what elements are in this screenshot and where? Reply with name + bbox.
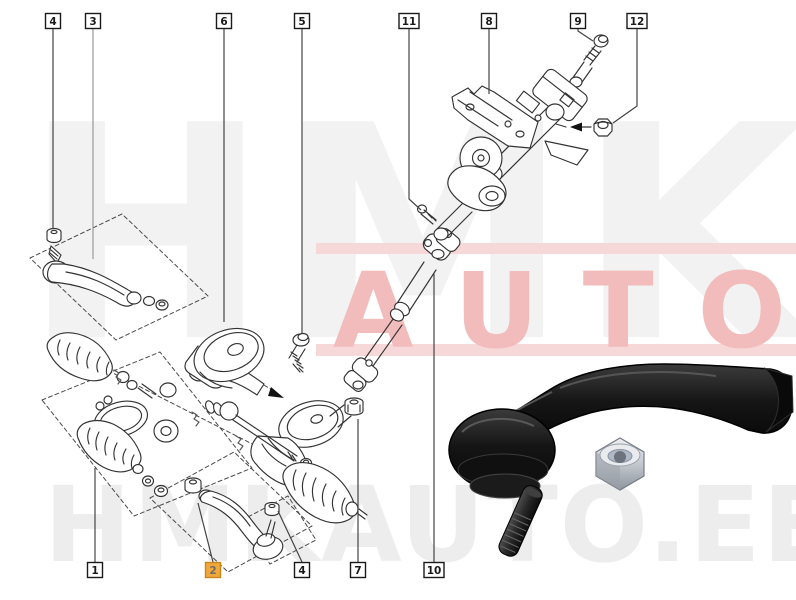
cover-cap-drawing	[184, 327, 265, 389]
upper-ring	[142, 295, 156, 307]
callout-leader-9	[577, 28, 594, 42]
kit-box-3-outline	[29, 213, 209, 341]
ball-joint-highlight	[461, 417, 535, 433]
outer-tie-rod-drawing	[184, 477, 284, 560]
callout-number: 7	[354, 565, 361, 577]
callout-box-6[interactable]	[215, 12, 233, 30]
column-lever	[544, 140, 589, 166]
pinion-bolt-drawing	[288, 332, 310, 373]
callout-number: 8	[485, 16, 492, 28]
callout-box-11[interactable]	[398, 12, 420, 30]
callout-box-2-highlighted[interactable]	[204, 561, 222, 579]
upper-arm	[46, 263, 137, 307]
watermark-band-top	[316, 243, 796, 254]
rack-right-boot	[282, 462, 356, 524]
column-nut	[593, 118, 613, 137]
kit-washer-small	[141, 475, 155, 487]
callout-box-9[interactable]	[569, 12, 587, 30]
thread-marks-1	[113, 369, 244, 451]
callout-box-4[interactable]	[293, 561, 311, 579]
washer	[153, 419, 179, 443]
rack-axis-hidden-line	[51, 341, 269, 453]
tie-rod-stud	[265, 519, 276, 539]
callout-number: 1	[91, 565, 98, 577]
column-bolt	[583, 34, 609, 66]
intermediate-shaft-drawing	[343, 204, 461, 416]
callout-number: 4	[49, 16, 56, 28]
watermark-bottom-text: HMKAUTO.EE	[44, 464, 796, 586]
upper-arm-end	[126, 291, 142, 305]
upper-tie-rod-drawing	[42, 227, 169, 311]
tie-rod-stud-nut	[264, 501, 280, 517]
line-art-layer	[29, 34, 613, 573]
callout-leader-12	[612, 28, 638, 124]
callout-box-5[interactable]	[293, 12, 311, 30]
callout-box-12[interactable]	[626, 12, 648, 30]
callout-number: 2	[209, 565, 216, 577]
callout-number: 12	[630, 16, 645, 28]
tie-rod-end-photo	[448, 363, 794, 557]
callout-number: 6	[220, 16, 227, 28]
callout-box-4[interactable]	[44, 12, 62, 30]
callout-number: 5	[298, 16, 305, 28]
callout-box-10[interactable]	[423, 561, 445, 579]
callout-leader-2	[197, 502, 214, 563]
rack-clamp-2	[126, 379, 138, 391]
callout-number: 9	[574, 16, 581, 28]
lower-u-joint	[343, 357, 379, 392]
ball-stud	[498, 485, 543, 557]
kit-box-1-outline	[41, 351, 253, 517]
boot-end-cap	[345, 501, 368, 520]
lower-shaft-tube	[363, 318, 403, 367]
kit-nut	[153, 484, 169, 498]
pinch-bolt	[416, 204, 437, 225]
inner-tie-rod-kit-drawing	[76, 395, 298, 498]
callout-box-7[interactable]	[349, 561, 367, 579]
callout-box-3[interactable]	[84, 12, 102, 30]
callout-number: 3	[89, 16, 96, 28]
callout-number: 11	[402, 16, 417, 28]
shaft-bushing	[344, 397, 364, 416]
rack-ring	[159, 382, 177, 398]
steering-column-drawing	[433, 34, 613, 241]
cover-arrow-head	[268, 387, 284, 398]
tie-rod-boot-dome	[256, 533, 276, 547]
inner-tie-rod	[204, 400, 298, 462]
upper-shaft-tube	[395, 261, 437, 314]
upper-stud-nut	[46, 227, 62, 244]
callout-number: 4	[298, 565, 305, 577]
tie-rod-nut	[184, 477, 202, 494]
callout-leader-11	[408, 28, 422, 211]
tie-rod-arm-end-notch	[763, 367, 794, 433]
callout-number: 10	[427, 565, 442, 577]
watermark-band-bottom	[316, 344, 796, 356]
rack-left-boot	[46, 332, 113, 382]
pinion-housing	[250, 400, 352, 487]
tie-rod-arm-drawing	[199, 490, 270, 553]
callout-box-8[interactable]	[480, 12, 498, 30]
callout-box-1[interactable]	[86, 561, 104, 579]
kit-box-2-outline	[149, 451, 313, 573]
lock-nut-photo	[595, 437, 645, 491]
kit-boot	[76, 419, 144, 475]
callout-leader-4	[277, 510, 303, 563]
upper-jam-nut	[155, 299, 169, 311]
nut-arrow	[570, 122, 582, 132]
